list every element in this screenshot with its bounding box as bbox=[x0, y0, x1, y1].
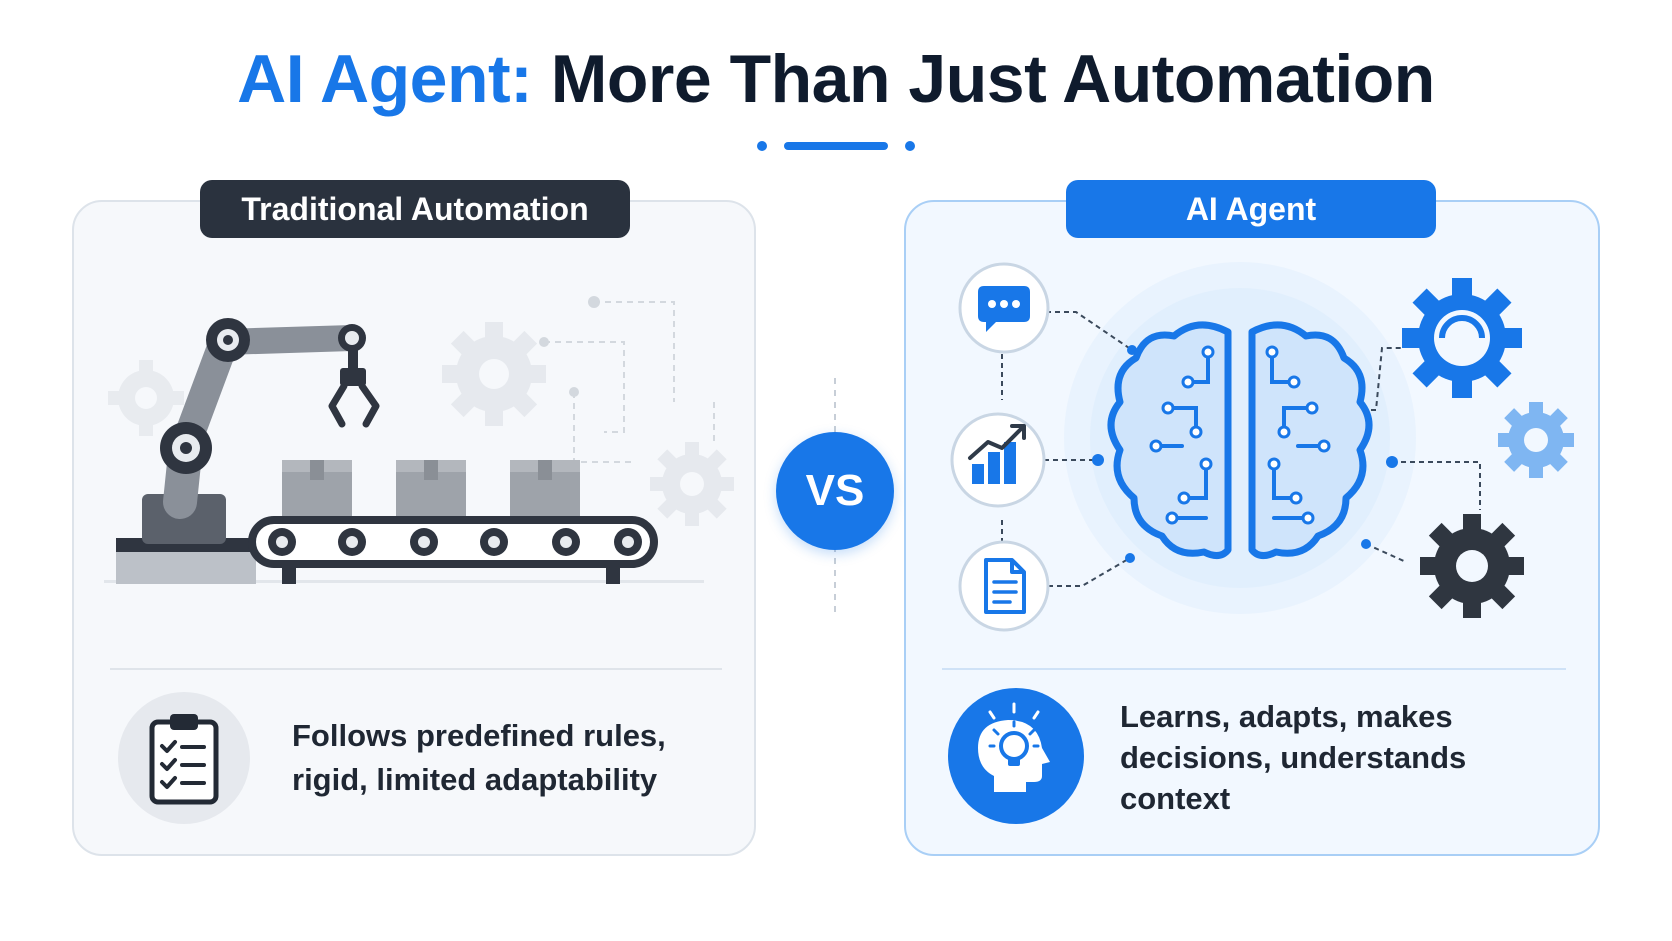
clipboard-checklist-icon bbox=[149, 714, 219, 805]
vs-badge: VS bbox=[776, 432, 894, 550]
gear-icon bbox=[442, 322, 546, 426]
panel-divider bbox=[110, 668, 722, 670]
box-icon bbox=[282, 460, 352, 520]
ai-agent-description: Learns, adapts, makes decisions, underst… bbox=[1120, 699, 1467, 816]
gear-icon bbox=[1498, 402, 1574, 478]
ai-agent-panel: AI Agent bbox=[904, 180, 1600, 856]
title-accent: AI Agent: bbox=[237, 41, 533, 117]
ai-agent-label: AI Agent bbox=[1066, 180, 1436, 238]
title-rest: More Than Just Automation bbox=[532, 41, 1436, 117]
gear-icon bbox=[650, 442, 734, 526]
gear-icon bbox=[1420, 514, 1524, 618]
document-icon bbox=[958, 540, 1050, 632]
gear-icon bbox=[1402, 278, 1522, 398]
head-lightbulb-icon bbox=[978, 702, 1050, 792]
box-icon bbox=[510, 460, 580, 520]
traditional-automation-description: Follows predefined rules, rigid, limited… bbox=[292, 718, 666, 797]
robot-arm-icon bbox=[116, 318, 380, 584]
title-underline-decoration bbox=[757, 141, 915, 151]
bar-chart-icon bbox=[950, 412, 1046, 508]
conveyor-belt-icon bbox=[248, 516, 658, 584]
gear-icon bbox=[108, 360, 184, 436]
chat-bubble-icon bbox=[958, 262, 1050, 354]
vs-connector-line bbox=[834, 378, 836, 614]
box-icon bbox=[396, 460, 466, 520]
traditional-automation-label: Traditional Automation bbox=[200, 180, 630, 238]
brain-circuit-icon bbox=[1107, 321, 1373, 559]
page-title: AI Agent: More Than Just Automation bbox=[0, 40, 1672, 118]
panel-divider bbox=[942, 668, 1566, 670]
traditional-automation-panel: Traditional Automation bbox=[72, 180, 756, 856]
description-icon-circle bbox=[118, 692, 250, 824]
factory-illustration bbox=[104, 296, 734, 584]
description-icon-circle bbox=[948, 688, 1084, 824]
ai-brain-illustration bbox=[950, 262, 1574, 632]
